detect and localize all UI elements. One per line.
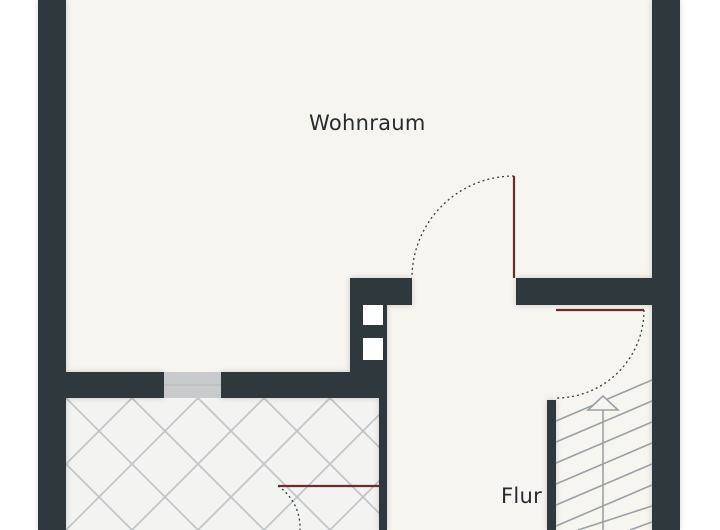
door-jamb-left	[350, 278, 412, 305]
bathroom-right-wall	[379, 398, 387, 530]
hallway-label: Flur	[501, 484, 543, 508]
hallway-door-arc	[555, 309, 645, 399]
right-outer-wall	[652, 0, 680, 530]
walls	[38, 0, 680, 530]
stair-wall	[547, 400, 556, 530]
door-swing-icon	[411, 175, 516, 279]
door-swing-arc	[411, 175, 515, 279]
stair-arrow-icon	[585, 394, 621, 530]
shaft-opening-upper	[363, 305, 383, 325]
staircase	[555, 379, 653, 530]
bathroom-door-swing-icon	[277, 484, 379, 530]
shaft-opening-lower	[363, 338, 383, 360]
hallway-door-swing-icon	[555, 308, 645, 399]
living-room-label: Wohnraum	[309, 111, 426, 135]
living-bottom-wall-left	[66, 372, 164, 398]
left-outer-wall	[38, 0, 66, 530]
tile-grid	[66, 398, 379, 530]
hallway-floor	[379, 305, 652, 530]
bathroom-door-arc	[277, 485, 301, 530]
inner-wall-right	[516, 278, 652, 305]
bathroom-tile-floor	[66, 398, 379, 530]
